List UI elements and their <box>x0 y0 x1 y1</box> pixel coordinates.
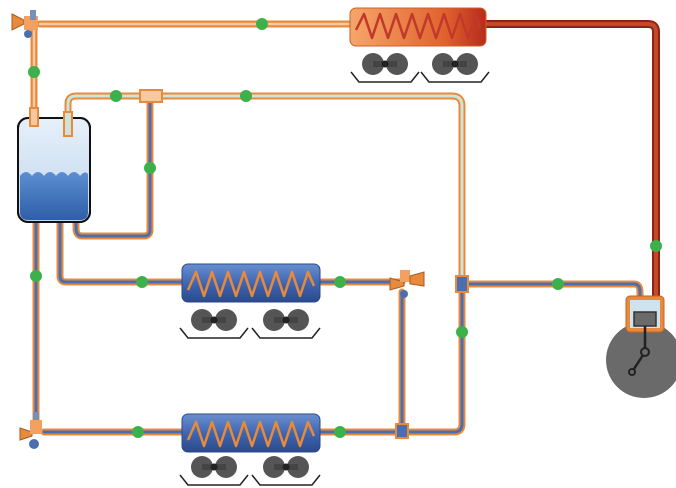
flow-indicator <box>136 276 148 288</box>
condenser-coil <box>354 12 482 40</box>
flow-indicator <box>132 426 144 438</box>
evaporator-2-outlet-pipe <box>314 280 466 436</box>
evaporator-2[interactable] <box>179 413 321 486</box>
flow-indicator <box>30 270 42 282</box>
evaporator-2-feed-pipe <box>32 216 188 436</box>
flow-indicator <box>650 240 662 252</box>
flow-indicator <box>240 90 252 102</box>
evaporator-2-fan-2 <box>251 456 321 486</box>
flow-indicator <box>334 276 346 288</box>
evaporator-1-fan-2 <box>251 309 321 339</box>
evaporator-2-fan-1 <box>179 456 249 486</box>
flow-indicator <box>552 278 564 290</box>
flow-indicator <box>110 90 122 102</box>
evaporator-1[interactable] <box>179 263 321 339</box>
expansion-valve-middle[interactable] <box>389 270 425 298</box>
flow-indicators <box>28 18 662 438</box>
tee-junction-bottom <box>395 423 409 439</box>
flow-indicator <box>144 162 156 174</box>
condenser-fan-2 <box>420 53 490 83</box>
evaporator-1-coil <box>186 270 316 298</box>
receiver-liquid <box>20 172 88 220</box>
evaporator-1-feed-pipe <box>56 216 188 286</box>
flow-indicator <box>256 18 268 30</box>
tee-junction-compressor <box>455 275 469 293</box>
flow-indicator <box>334 426 346 438</box>
pipes <box>30 20 660 436</box>
flow-indicator <box>456 326 468 338</box>
evaporator-1-fan-1 <box>179 309 249 339</box>
liquid-receiver[interactable] <box>17 107 91 223</box>
compressor-suction-pipe <box>458 280 644 304</box>
evaporator-2-coil <box>186 420 316 448</box>
condenser-fan-1 <box>350 53 420 83</box>
compressor[interactable] <box>606 295 676 398</box>
expansion-valve-top[interactable] <box>11 10 38 38</box>
flow-indicator <box>28 66 40 78</box>
condenser[interactable] <box>349 7 490 83</box>
suction-pipe <box>64 92 466 288</box>
discharge-pipe <box>480 20 660 304</box>
expansion-valve-bottom[interactable] <box>19 412 42 449</box>
tee-junction-suction <box>139 89 163 103</box>
evaporator-1-outlet-pipe <box>314 278 406 432</box>
